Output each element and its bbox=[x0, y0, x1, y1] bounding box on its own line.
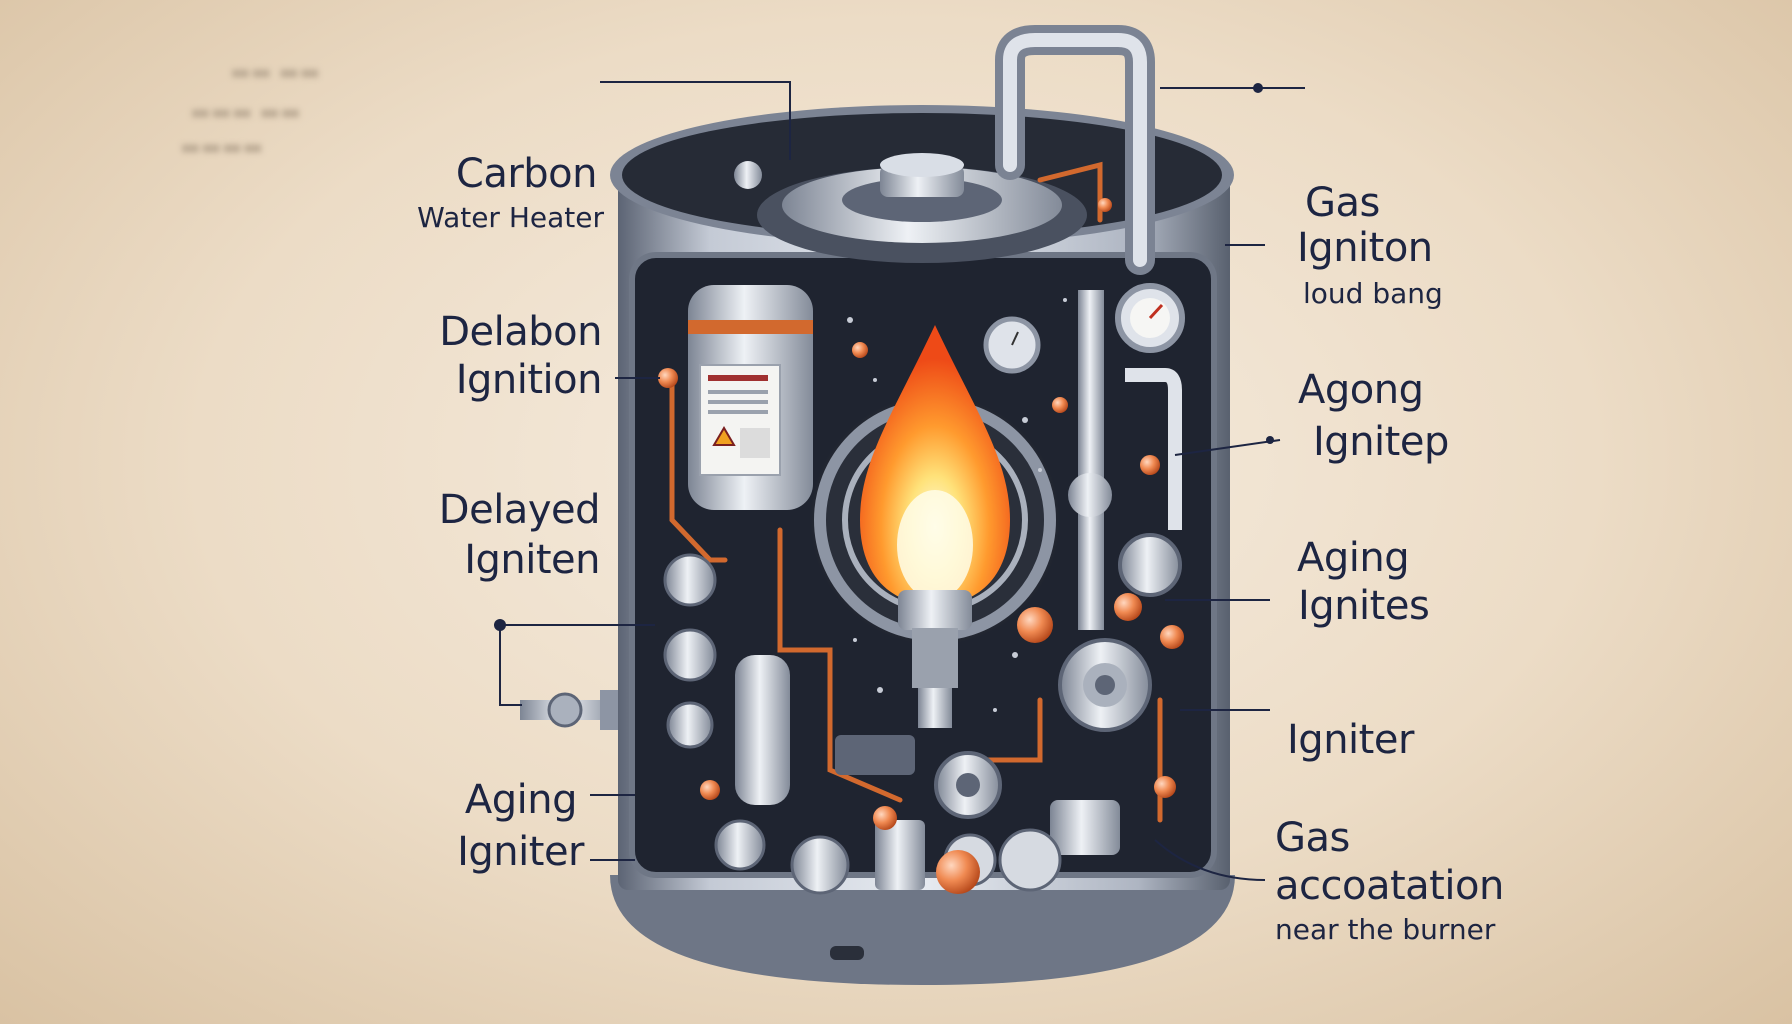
label-agong-title: Agong bbox=[1298, 367, 1424, 413]
label-gas-accumulation-note: near the burner bbox=[1275, 913, 1496, 946]
label-aging-left-subtitle: Igniter bbox=[457, 829, 584, 875]
tank-top-cap bbox=[734, 153, 1087, 263]
blurred-background-text: ▬▬▬▬ bbox=[180, 135, 264, 160]
label-delabon-subtitle: Ignition bbox=[455, 357, 603, 403]
callout-dots bbox=[494, 83, 1274, 631]
label-gas-ignition-title: Gas bbox=[1305, 180, 1380, 226]
label-delabon-title: Delabon bbox=[439, 309, 602, 355]
exhaust-pipe bbox=[995, 25, 1155, 275]
label-gas-accumulation-title: Gas bbox=[1275, 815, 1350, 861]
label-carbon-title: Carbon bbox=[455, 151, 598, 197]
gas-supply-pipe bbox=[1078, 290, 1182, 630]
label-delayed-title: Delayed bbox=[438, 487, 601, 533]
blurred-background-text: ▬▬▬ ▬▬ bbox=[190, 100, 301, 125]
gas-control-tank bbox=[688, 285, 813, 510]
blurred-background-text: ▬▬ ▬▬ bbox=[230, 60, 321, 85]
label-aging-right-subtitle: Ignites bbox=[1298, 583, 1430, 629]
label-igniter: Igniter bbox=[1287, 717, 1414, 763]
label-carbon-subtitle: Water Heater bbox=[417, 201, 604, 234]
label-aging-left-title: Aging bbox=[464, 777, 578, 823]
label-gas-ignition-subtitle: Igniton bbox=[1297, 225, 1433, 271]
label-agong-subtitle: Ignitep bbox=[1313, 419, 1449, 465]
gas-valve-assembly bbox=[663, 473, 1182, 895]
label-gas-ignition-note: loud bang bbox=[1303, 277, 1443, 310]
burner-nozzle bbox=[898, 590, 972, 728]
copper-tubing bbox=[669, 161, 1163, 823]
interior-sparkles bbox=[847, 298, 1067, 712]
accent-fittings bbox=[658, 198, 1184, 894]
label-gas-accumulation-subtitle: accoatation bbox=[1275, 863, 1504, 909]
label-delayed-subtitle: Igniten bbox=[464, 537, 600, 583]
pressure-gauge bbox=[983, 283, 1185, 374]
side-inlet-valve bbox=[520, 690, 618, 730]
label-aging-right-title: Aging bbox=[1297, 535, 1410, 581]
burner-flame bbox=[810, 325, 1060, 645]
callout-lines bbox=[499, 81, 1305, 881]
